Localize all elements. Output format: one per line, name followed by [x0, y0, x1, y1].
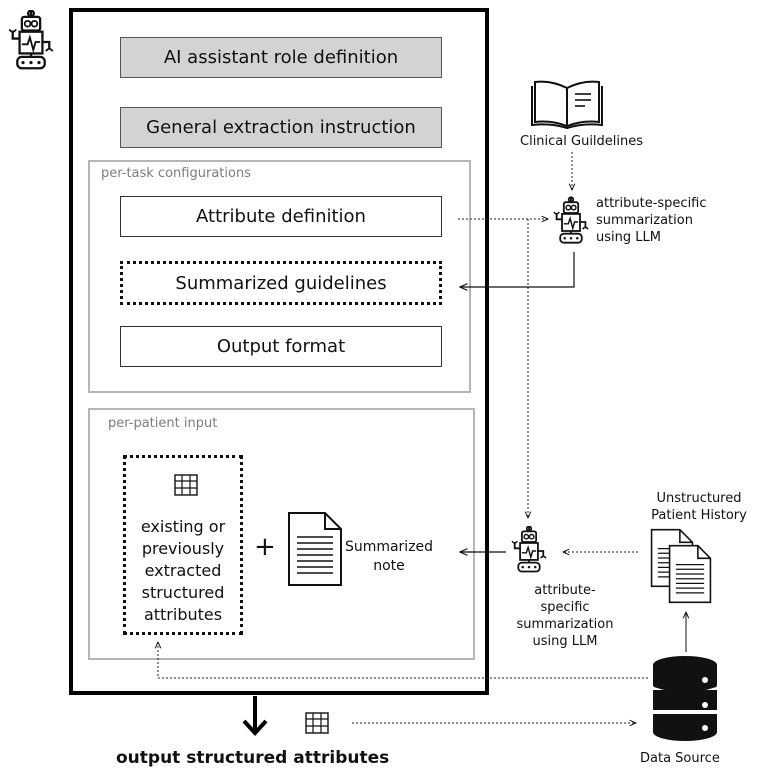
- summarized-note-text: Summarized note: [344, 539, 434, 574]
- output-format-box: Output format: [120, 326, 442, 367]
- per-patient-label: per-patient input: [108, 416, 218, 431]
- attribute-definition-label: Attribute definition: [196, 206, 366, 227]
- attribute-definition-box: Attribute definition: [120, 196, 442, 237]
- output-format-label: Output format: [216, 336, 346, 357]
- prompt-frame: [69, 8, 489, 695]
- role-definition-box: AI assistant role definition: [120, 37, 442, 78]
- existing-attributes-text: existing or previously extracted structu…: [140, 517, 226, 624]
- plus-sign: +: [254, 532, 276, 562]
- summarized-guidelines-label: Summarized guidelines: [175, 272, 387, 294]
- summarized-guidelines-box: Summarized guidelines: [120, 261, 442, 305]
- general-instruction-box: General extraction instruction: [120, 107, 442, 148]
- history-summarizer-text: attribute-specific summarization using L…: [516, 583, 614, 649]
- per-task-label: per-task configurations: [101, 166, 251, 181]
- role-definition-label: AI assistant role definition: [163, 47, 399, 68]
- data-source-label: Data Source: [640, 751, 720, 766]
- guideline-summarizer-text: attribute-specific summarization using L…: [596, 196, 707, 245]
- book-icon: [531, 80, 603, 130]
- patient-history-label: Unstructured Patient History: [651, 491, 747, 523]
- per-task-group: [88, 160, 471, 393]
- general-instruction-label: General extraction instruction: [146, 117, 416, 138]
- output-label: output structured attributes: [116, 748, 390, 768]
- per-patient-group: [88, 408, 475, 660]
- database-icon: [652, 656, 718, 741]
- existing-attributes-box: [123, 455, 243, 635]
- clinical-guidelines-label: Clinical Guildelines: [520, 134, 644, 149]
